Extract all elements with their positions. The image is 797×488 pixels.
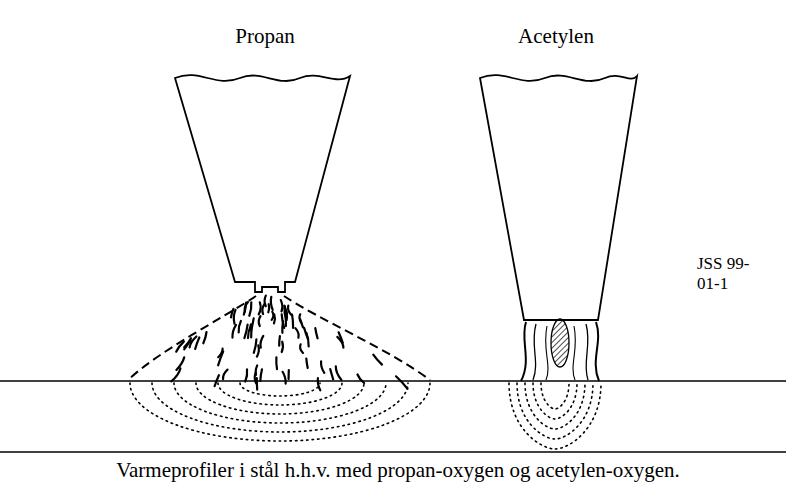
torch-label: Propan [235,24,295,48]
plate-top [0,380,786,382]
acetylene-flame [521,319,599,381]
acetylene-torch [480,75,637,320]
inner-cone [551,319,569,367]
acetylene-heat-zone [509,383,601,449]
propane-torch [175,75,350,292]
caption: Varmeprofiler i stål h.h.v. med propan-o… [116,458,680,482]
propane-heat-zone [130,383,430,441]
plate-bottom [0,451,786,453]
drawing-reference: JSS 99-01-1 [697,254,769,293]
torch-label: Acetylen [518,24,594,48]
propane-flame [128,296,430,391]
